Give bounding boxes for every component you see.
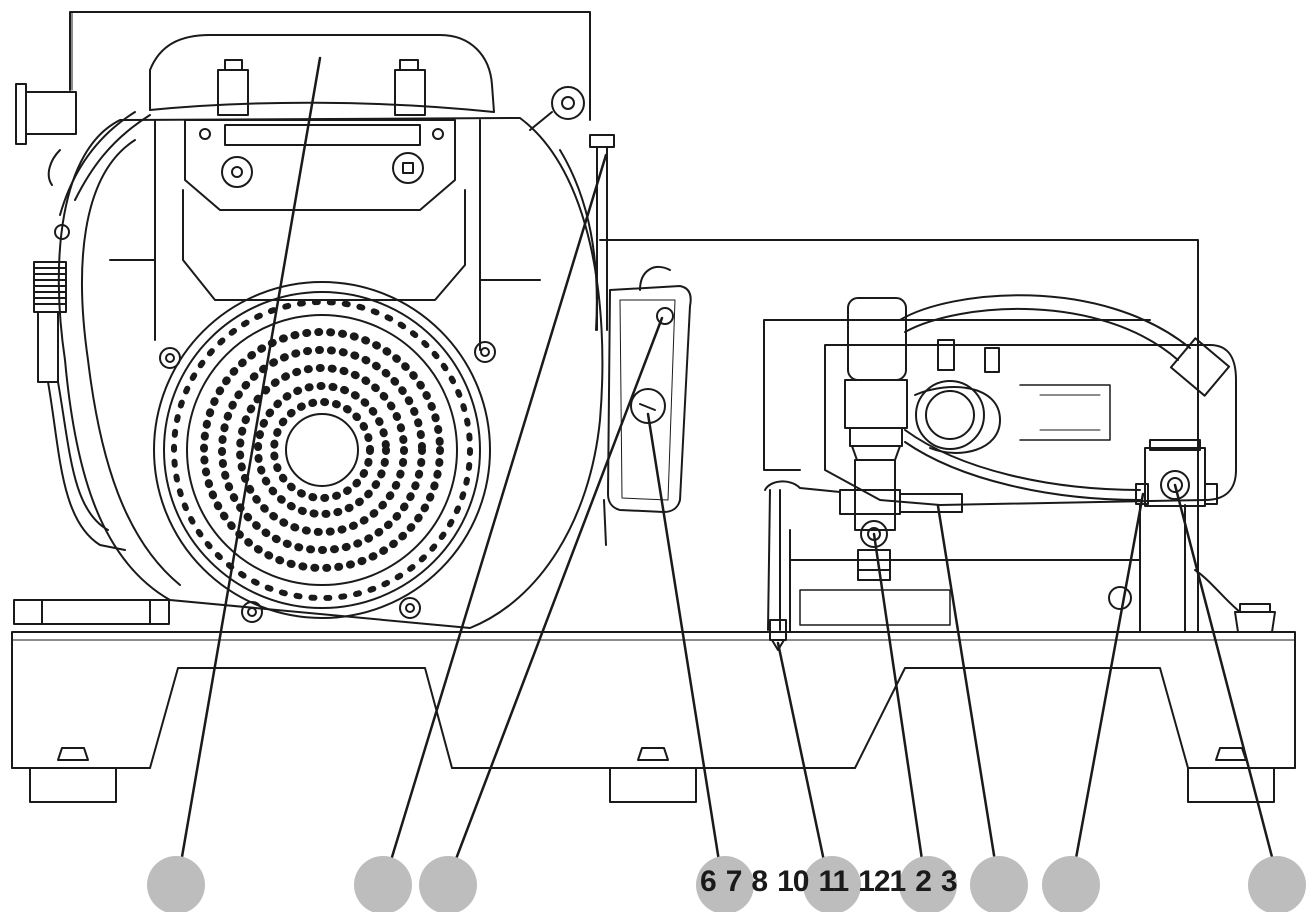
callout-circle [1042,856,1100,912]
callout-number: 11 [818,865,849,898]
pump-section [599,239,1276,651]
callout-circles [147,856,1306,912]
callout-number: 121 [858,865,906,898]
callout-circle [419,856,477,912]
callout-circle [970,856,1028,912]
muffler [607,285,692,513]
bolt-center [637,747,669,761]
callout-circle [803,856,861,912]
callout-number: 7 [725,865,743,898]
fan-cover-outer [153,281,491,619]
callout-circle [696,856,754,912]
callout-circle [147,856,205,912]
callout-number: 2 [915,865,932,898]
callout-number: 6 [700,865,717,898]
callout-circle [1248,856,1306,912]
callout-circle [899,856,957,912]
foot-center [609,767,697,803]
bolt-left [57,747,89,761]
base-frame [11,599,1296,803]
callout-circle [354,856,412,912]
callout-number: 3 [940,865,958,898]
unloader [847,297,907,381]
fan-cover-ring [163,291,481,609]
callout-number: 8 [751,865,768,898]
callout-number: 10 [777,865,809,898]
callout-number-row: 6 7 8 10 11 121 2 3 [700,862,967,902]
foot-left [29,767,117,803]
foot-right [1187,767,1275,803]
fan-hub [285,413,359,487]
engine [15,11,692,629]
pressure-fitting [1144,447,1206,507]
bolt-right [1215,747,1247,761]
base-bar [13,599,170,625]
leader-lines [176,56,1280,882]
fan-grille [186,314,458,586]
